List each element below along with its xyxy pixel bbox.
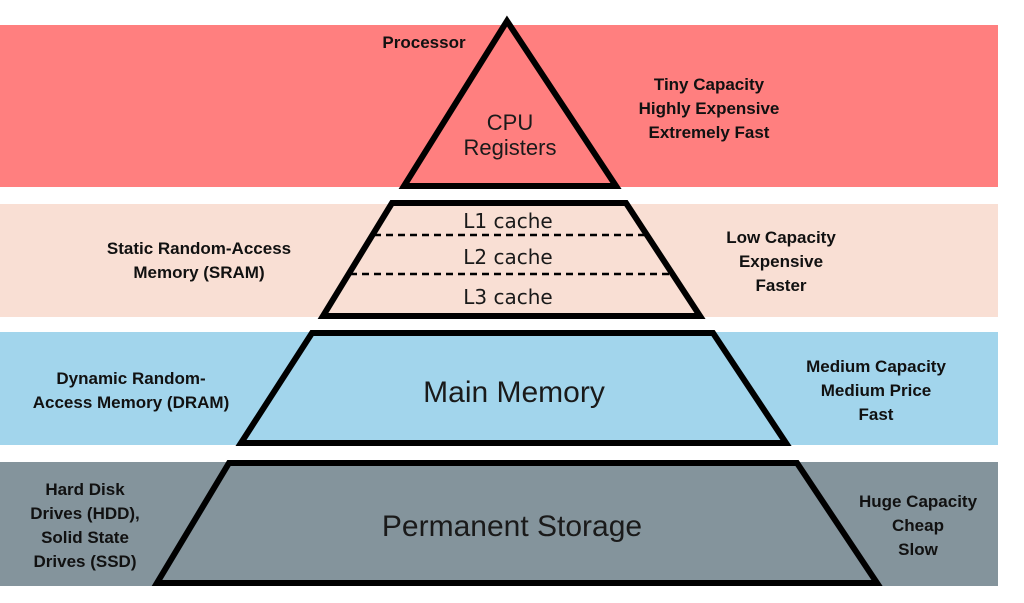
registers-right-line-2: Highly Expensive bbox=[639, 99, 780, 118]
dram-left-line-1: Dynamic Random- bbox=[56, 369, 205, 388]
permanent-storage-label: Permanent Storage bbox=[382, 510, 642, 543]
registers-inner-line-2: Registers bbox=[464, 135, 557, 160]
sram-left-line-2: Memory (SRAM) bbox=[133, 263, 264, 282]
processor-label: Processor bbox=[382, 33, 466, 52]
storage-right-line-2: Cheap bbox=[892, 516, 944, 535]
storage-left-line-2: Drives (HDD), bbox=[30, 504, 140, 523]
registers-right-line-3: Extremely Fast bbox=[649, 123, 770, 142]
sram-left-line-1: Static Random-Access bbox=[107, 239, 291, 258]
storage-left-line-4: Drives (SSD) bbox=[34, 552, 137, 571]
main-memory-label: Main Memory bbox=[423, 376, 605, 409]
dram-left-line-2: Access Memory (DRAM) bbox=[33, 393, 230, 412]
l2-cache-label: L2 cache bbox=[463, 245, 552, 269]
storage-right-line-1: Huge Capacity bbox=[859, 492, 978, 511]
dram-right-line-1: Medium Capacity bbox=[806, 357, 946, 376]
dram-right-line-3: Fast bbox=[859, 405, 894, 424]
l3-cache-label: L3 cache bbox=[463, 285, 552, 309]
registers-right-line-1: Tiny Capacity bbox=[654, 75, 765, 94]
band-dram bbox=[0, 332, 998, 445]
l1-cache-label: L1 cache bbox=[463, 209, 552, 233]
registers-inner-line-1: CPU bbox=[487, 110, 533, 135]
dram-right-line-2: Medium Price bbox=[821, 381, 932, 400]
main-memory-trapezoid bbox=[235, 330, 792, 446]
sram-right-line-3: Faster bbox=[755, 276, 806, 295]
storage-trapezoid bbox=[151, 460, 883, 586]
storage-left-line-1: Hard Disk bbox=[45, 480, 125, 499]
storage-left-line-3: Solid State bbox=[41, 528, 129, 547]
sram-right-line-2: Expensive bbox=[739, 252, 823, 271]
cache-trapezoid bbox=[317, 200, 706, 319]
band-sram bbox=[0, 204, 998, 317]
band-registers bbox=[0, 25, 998, 187]
registers-triangle bbox=[398, 15, 622, 189]
storage-right-line-3: Slow bbox=[898, 540, 938, 559]
sram-right-line-1: Low Capacity bbox=[726, 228, 836, 247]
